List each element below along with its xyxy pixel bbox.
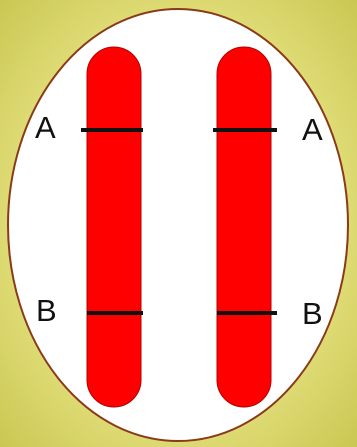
right-band-a-label: A [302, 114, 323, 145]
left-band-b-label: B [36, 295, 57, 326]
oval-frame [8, 9, 348, 441]
right-band-b-label: B [302, 298, 323, 329]
right-chromosome [217, 47, 271, 407]
left-band-a-label: A [35, 112, 56, 143]
left-chromosome [87, 47, 141, 407]
